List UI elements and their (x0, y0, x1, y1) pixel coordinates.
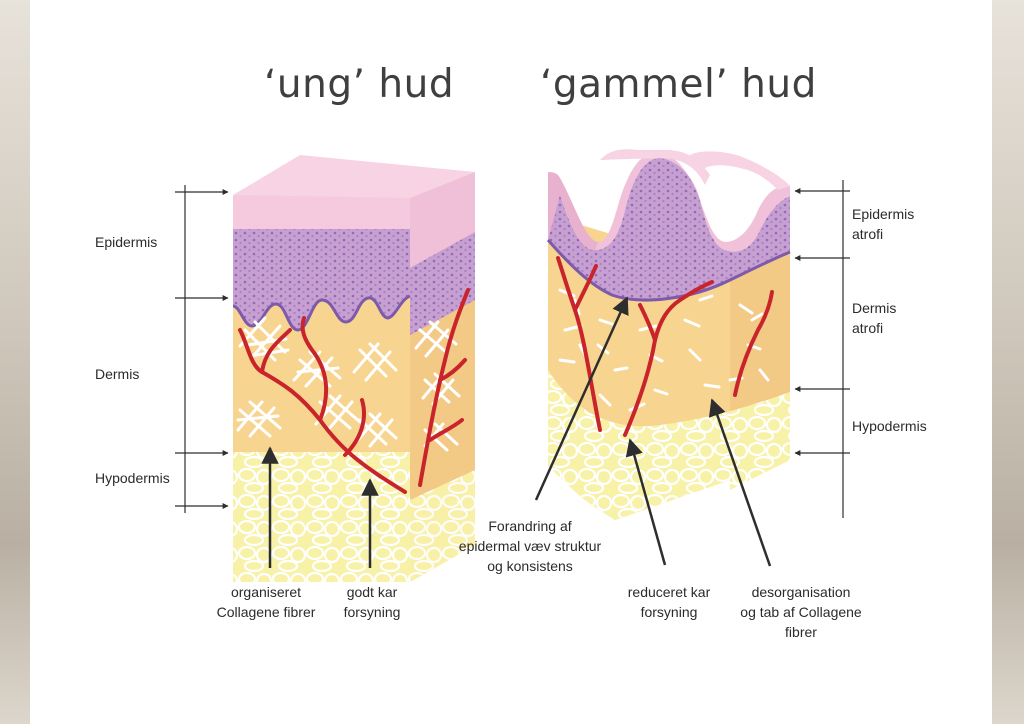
young-hypodermis (233, 452, 410, 582)
young-side-epidermis (410, 172, 475, 268)
annotation-epidermal-change: Forandring af epidermal væv struktur og … (458, 518, 602, 574)
old-basal-line (546, 239, 791, 302)
young-blood-vessels (238, 288, 470, 494)
right-measure-lines (794, 180, 850, 518)
annotation-reduced-vessels: reduceret kar forsyning (627, 584, 711, 620)
label-dermis-atrophy: Dermis atrofi (852, 300, 897, 336)
old-skin-block (546, 149, 791, 520)
title-young-skin: ‘ung’ hud (264, 62, 455, 107)
annotation-good-vessels: godt kar forsyning (343, 584, 401, 620)
background-right-strip (992, 0, 1024, 724)
background-left-strip (0, 0, 30, 724)
label-epidermis: Epidermis (95, 234, 158, 250)
young-basal-line (232, 294, 411, 332)
young-epidermis-outer (233, 195, 410, 229)
annotation-collagen-organized: organiseret Collagene fibrer (216, 584, 316, 620)
pointer-arrows (261, 296, 772, 568)
label-hypodermis-right: Hypodermis (852, 418, 927, 434)
label-hypodermis: Hypodermis (95, 470, 170, 486)
annotation-disorganisation: desorganisation og tab af Collagene fibr… (740, 584, 862, 640)
old-epidermis-surface (560, 151, 790, 252)
young-top-face (233, 155, 475, 198)
label-epidermis-atrophy: Epidermis atrofi (852, 206, 915, 242)
left-measure-lines (175, 185, 229, 513)
old-hypodermis (548, 370, 790, 520)
old-blood-vessels (556, 256, 774, 437)
old-epidermis-layer (548, 158, 790, 300)
label-dermis: Dermis (95, 366, 140, 382)
diagram-panel (30, 0, 992, 724)
arrow-disorganisation (708, 398, 772, 567)
title-old-skin: ‘gammel’ hud (540, 62, 817, 107)
young-side-basal (410, 232, 475, 335)
arrow-epidermal-change (534, 296, 629, 501)
arrow-reduced-vessels (625, 438, 667, 566)
young-epidermis-layer (233, 229, 410, 330)
young-side-fat (410, 470, 475, 582)
young-skin-block (232, 155, 475, 582)
